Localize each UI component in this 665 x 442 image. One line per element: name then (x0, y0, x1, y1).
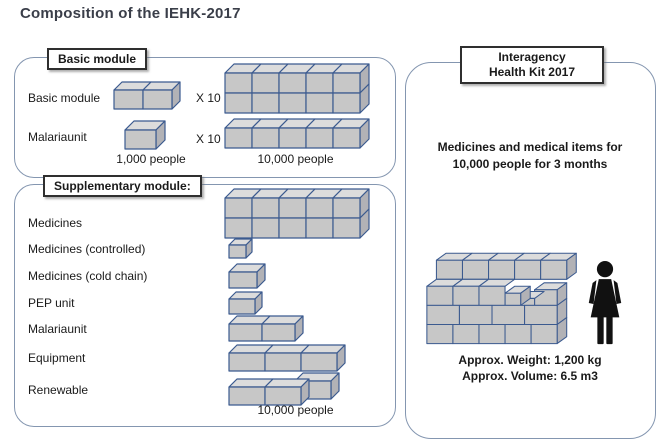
supp-row-label: Malariaunit (28, 322, 87, 336)
supp-row-label: Renewable (28, 383, 89, 397)
kit-stats: Approx. Weight: 1,200 kg Approx. Volume:… (413, 352, 647, 384)
medicines-controlled-box (228, 238, 253, 259)
medicines-stack (224, 188, 370, 239)
health-kit-panel (405, 62, 656, 439)
medicines-cold-chain-box (228, 263, 266, 289)
page-title: Composition of the IEHK-2017 (20, 5, 241, 22)
stack-caption: 10,000 people (257, 152, 334, 166)
malaria-unit-box (124, 120, 166, 150)
health-kit-header-line1: Interagency (498, 50, 566, 64)
kit-description: Medicines and medical items for 10,000 p… (413, 139, 647, 173)
health-kit-header-line2: Health Kit 2017 (488, 65, 576, 79)
unit-caption: 1,000 people (116, 152, 186, 166)
basic-module-unit-boxes (113, 81, 181, 110)
supp-row-label: Equipment (28, 351, 86, 365)
pep-unit-box (228, 291, 263, 315)
health-kit-header: Interagency Health Kit 2017 (460, 46, 604, 84)
kit-volume: Approx. Volume: 6.5 m3 (462, 369, 598, 384)
kit-pallet-graphic (426, 251, 578, 345)
malaria-row-label: Malariaunit (28, 130, 87, 144)
basic-module-header: Basic module (47, 48, 148, 70)
kit-weight: Approx. Weight: 1,200 kg (458, 353, 602, 367)
supp-row-label: Medicines (cold chain) (28, 269, 148, 283)
equipment-boxes (228, 344, 346, 372)
supp-row-label: Medicines (28, 216, 83, 230)
supp-caption: 10,000 people (257, 403, 334, 417)
multiplier-label: X 10 (196, 132, 221, 146)
kit-description-line2: 10,000 people for 3 months (452, 156, 608, 171)
basic-row-label: Basic module (28, 91, 101, 105)
malariaunit-boxes (228, 315, 304, 342)
renewable-boxes (228, 372, 346, 406)
kit-description-line1: Medicines and medical items for (437, 140, 623, 154)
supplementary-module-header: Supplementary module: (43, 175, 202, 197)
malaria-10k-stack (224, 118, 370, 149)
multiplier-label: X 10 (196, 91, 221, 105)
supp-row-label: PEP unit (28, 296, 75, 310)
supp-row-label: Medicines (controlled) (28, 242, 146, 256)
basic-module-10k-stack (224, 63, 370, 114)
person-icon (584, 260, 626, 348)
